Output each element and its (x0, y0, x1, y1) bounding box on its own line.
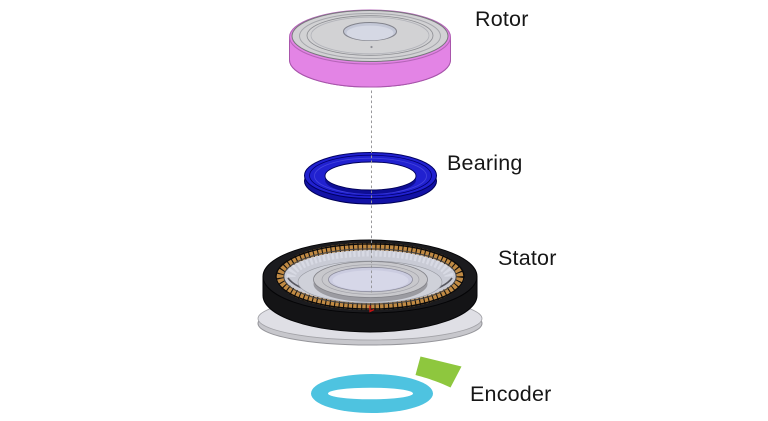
rotor-groove-outer (306, 15, 434, 56)
stator-label: Stator (498, 246, 557, 270)
rotor-graphic (289, 9, 451, 88)
rotor-cap-band (299, 13, 441, 59)
origin-marker (369, 305, 375, 313)
encoder-label: Encoder (470, 382, 552, 406)
encoder-disc-slot (328, 387, 413, 400)
stator-winding-inner-edge (283, 248, 457, 305)
encoder-index-marker (415, 356, 462, 388)
bearing-race-line (309, 154, 432, 197)
rotor-pin-dot (370, 45, 373, 49)
bearing-bore (324, 161, 417, 191)
rotor-label: Rotor (475, 7, 529, 31)
rotor-groove-inner (310, 16, 430, 55)
stator-teeth-wall (286, 247, 454, 278)
stator-hub-step (321, 264, 420, 295)
rotor-bore-floor (346, 25, 394, 41)
stator-bore-floor (332, 270, 409, 291)
encoder-graphic (311, 356, 462, 413)
bearing-graphic (304, 152, 437, 205)
stator-graphic (257, 239, 483, 346)
bearing-label: Bearing (447, 151, 523, 175)
